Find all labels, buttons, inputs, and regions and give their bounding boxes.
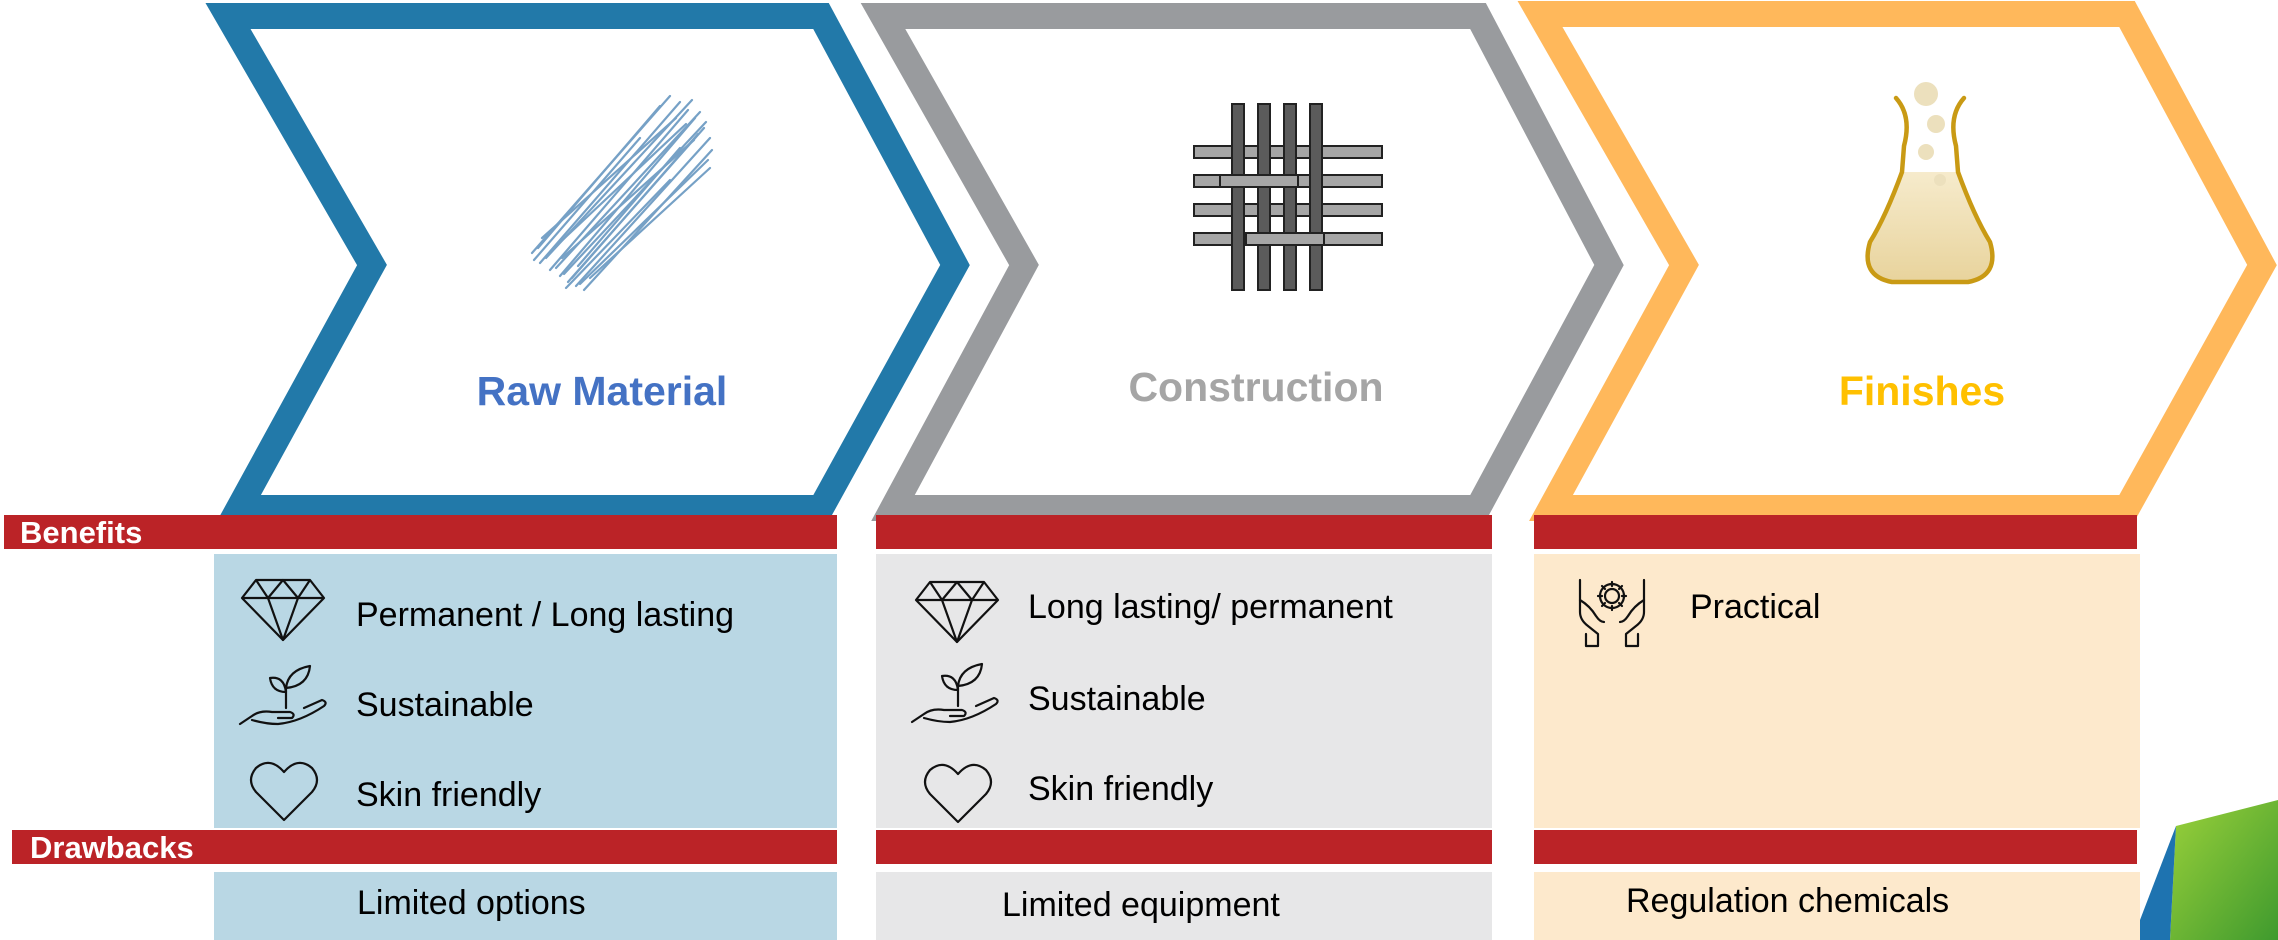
construction-drawbacks-panel — [876, 872, 1492, 940]
drawbacks-bar-construction — [876, 830, 1492, 864]
drawback-text: Limited options — [357, 884, 586, 922]
benefit-text: Long lasting/ permanent — [1028, 588, 1393, 626]
drawbacks-bar-raw — [12, 830, 837, 864]
diamond-icon — [914, 580, 1000, 644]
drawback-text: Limited equipment — [1002, 886, 1280, 924]
heart-icon — [249, 761, 319, 822]
benefit-text: Skin friendly — [356, 776, 542, 814]
drawback-text: Regulation chemicals — [1626, 882, 1950, 920]
hand-sprout-icon — [238, 664, 327, 726]
drawbacks-label: Drawbacks — [30, 830, 194, 865]
benefits-bar-construction — [876, 515, 1492, 549]
finishes-drawbacks-panel — [1534, 872, 2140, 940]
benefit-text: Practical — [1690, 588, 1821, 626]
hand-sprout-icon — [910, 662, 999, 724]
finishes-benefits-panel — [1534, 554, 2140, 828]
raw-material-drawbacks-panel — [214, 872, 837, 940]
woven-grid-icon — [1193, 103, 1383, 291]
raw-material-title: Raw Material — [476, 368, 728, 414]
hands-gear-icon — [1578, 578, 1646, 648]
diamond-icon — [240, 578, 326, 642]
benefit-text: Sustainable — [1028, 680, 1206, 718]
benefits-bar-finishes — [1534, 515, 2137, 549]
benefit-text: Permanent / Long lasting — [356, 596, 735, 634]
corner-decoration — [2140, 800, 2278, 940]
heart-icon — [923, 763, 993, 824]
benefits-bar-raw — [4, 515, 837, 549]
construction-chevron — [860, 3, 1624, 521]
finishes-title: Finishes — [1838, 368, 2006, 414]
benefit-text: Sustainable — [356, 686, 534, 724]
drawbacks-bar-finishes — [1534, 830, 2137, 864]
benefits-label: Benefits — [20, 515, 143, 550]
chemical-flask-icon — [1865, 82, 1995, 285]
benefit-text: Skin friendly — [1028, 770, 1214, 808]
construction-title: Construction — [1128, 364, 1384, 410]
fiber-scribble-icon — [530, 94, 714, 292]
